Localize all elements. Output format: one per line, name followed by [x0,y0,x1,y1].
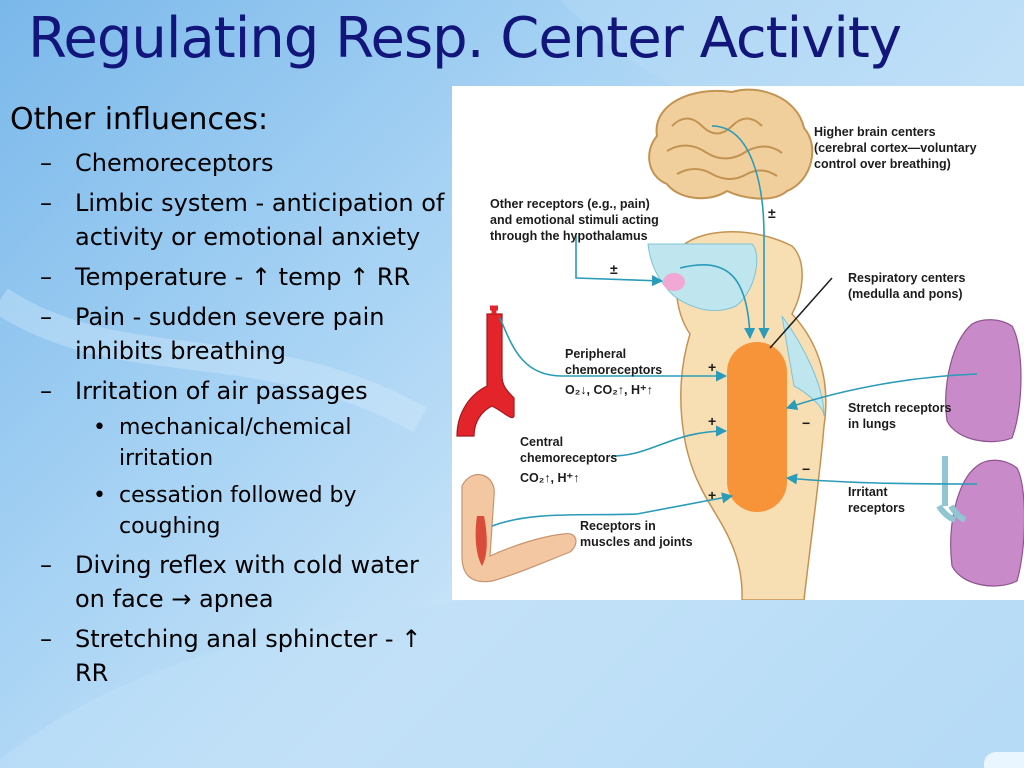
dash-marker: – [40,625,52,653]
bullet-text: Stretching anal sphincter - ↑ RR [75,625,422,687]
bullet-text: Pain - sudden severe pain inhibits breat… [75,303,385,365]
arrow-hypothalamus-to-center [679,263,756,340]
bullet-text: Irritation of air passages [75,377,368,405]
respiratory-control-diagram: Higher brain centers (cerebral cortex—vo… [452,86,1024,600]
list-item: –Chemoreceptors [10,146,450,180]
sub-bullet-text: mechanical/chemical irritation [119,415,352,471]
arrow-peripheral [499,317,728,382]
arrow-muscles [491,492,734,527]
dash-marker: – [40,551,52,579]
sub-bullet-list: • mechanical/chemical irritation • cessati… [75,412,450,542]
diagram-svg: Higher brain centers (cerebral cortex—vo… [456,88,1024,600]
dash-marker: – [40,149,52,177]
dash-marker: – [40,189,52,217]
dot-marker: • [93,415,106,440]
bullet-list: –Chemoreceptors –Limbic system - anticip… [10,146,450,690]
sign-hypothalamus: ± [610,261,618,277]
dash-marker: – [40,263,52,291]
arrows [491,125,978,527]
respiratory-centers [727,342,787,512]
bullet-text: Chemoreceptors [75,149,274,177]
list-item: –Limbic system - anticipation of activit… [10,186,450,254]
page-title: Regulating Resp. Center Activity [28,6,902,71]
arrow-central [611,425,728,457]
aorta-illustration [456,305,515,437]
arrow-irritant [785,473,978,485]
list-item: –Stretching anal sphincter - ↑ RR [10,622,450,690]
bullet-content: Other influences: –Chemoreceptors –Limbi… [10,100,450,696]
label-peripheral-chemoreceptors: Peripheral chemoreceptors [565,347,662,377]
bullet-text: Temperature - ↑ temp ↑ RR [75,263,411,291]
bullet-text: Limbic system - anticipation of activity… [75,189,445,251]
label-other-receptors: Other receptors (e.g., pain) and emotion… [490,197,662,243]
dash-marker: – [40,377,52,405]
arrow-cortex [711,125,770,340]
hypothalamus-region [647,243,758,312]
label-irritant-receptors: Irritant receptors [848,485,905,515]
label-higher-brain: Higher brain centers (cerebral cortex—vo… [814,125,980,171]
medulla-outline [781,315,825,417]
sign-cortex: ± [768,205,776,221]
bullet-text: Diving reflex with cold water on face → … [75,551,419,613]
sub-bullet-text: cessation followed by coughing [119,483,357,539]
hypothalamus-spot [663,273,685,291]
lungs-illustration [936,319,1024,587]
list-item: –Pain - sudden severe pain inhibits brea… [10,300,450,368]
intro-text: Other influences: [10,102,269,137]
label-muscle-receptors: Receptors in muscles and joints [580,519,693,549]
label-peripheral-ions: O₂↓, CO₂↑, H⁺↑ [565,383,653,397]
slide-corner-decoration [984,752,1024,768]
arrow-stretch [785,373,978,411]
label-central-chemoreceptors: Central chemoreceptors [520,435,617,465]
sign-central: + [708,413,716,429]
resp-center-pointer [769,277,833,349]
list-item: –Temperature - ↑ temp ↑ RR [10,260,450,294]
sign-muscles: + [708,487,716,503]
arrow-other-receptors [575,236,664,287]
list-item: –Irritation of air passages • mechanical/… [10,374,450,542]
dash-marker: – [40,303,52,331]
label-stretch-receptors: Stretch receptors in lungs [848,401,955,431]
label-respiratory-centers: Respiratory centers (medulla and pons) [848,271,969,301]
list-item: –Diving reflex with cold water on face →… [10,548,450,616]
sign-stretch: − [802,415,810,431]
arm-illustration [461,474,577,583]
brain-illustration [648,88,814,200]
label-central-ions: CO₂↑, H⁺↑ [520,471,579,485]
sign-irritant: − [802,461,810,477]
sub-list-item: • mechanical/chemical irritation [75,412,450,474]
sign-peripheral: + [708,359,716,375]
dot-marker: • [93,483,106,508]
sub-list-item: • cessation followed by coughing [75,480,450,542]
